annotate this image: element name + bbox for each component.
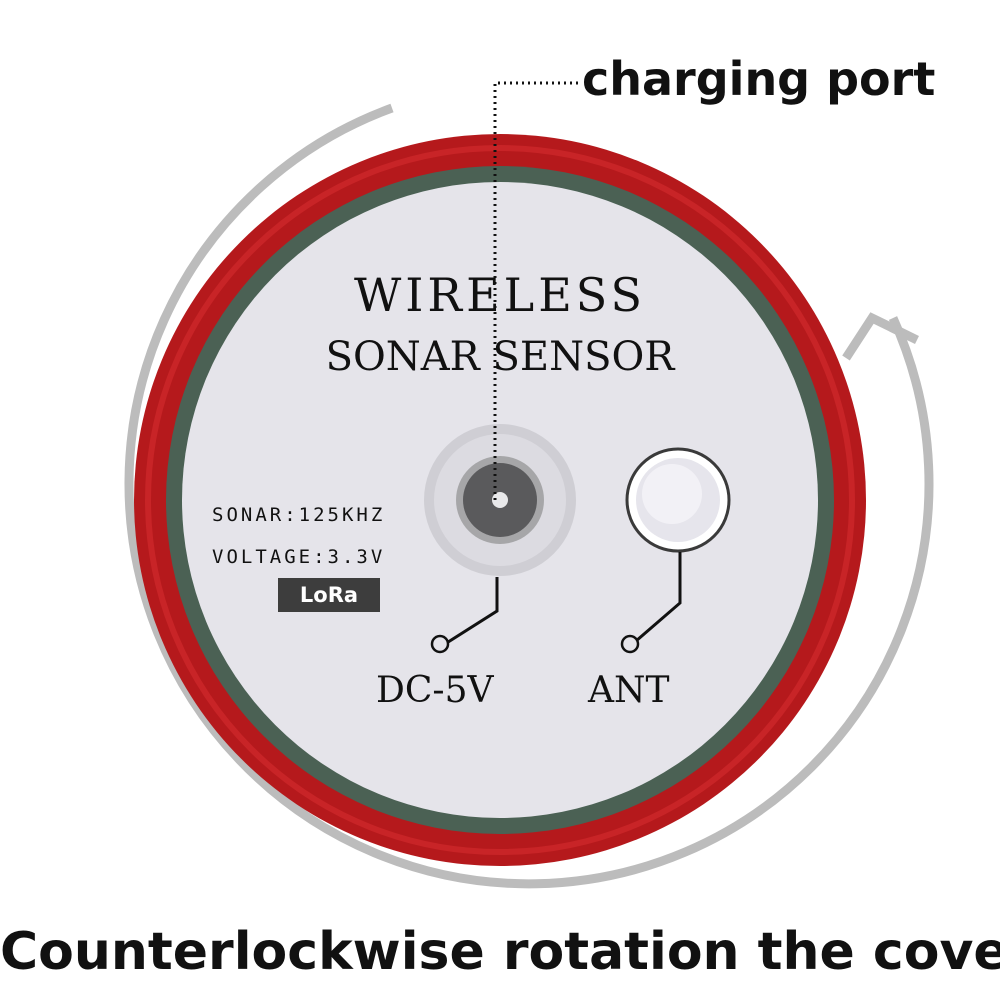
ant-port-label: ANT: [588, 670, 670, 711]
lora-badge: LoRa: [278, 578, 380, 612]
device-title-line2: SONAR SENSOR: [325, 334, 675, 380]
device-title-line1: WIRELESS: [353, 268, 646, 322]
rotation-arrow-icon: [124, 103, 934, 889]
rotation-caption: Counterlockwise rotation the cover: [0, 922, 1000, 982]
charging-port-callout: charging port: [582, 52, 936, 106]
spec-sonar: SONAR:125KHZ: [212, 504, 386, 526]
dc-lead-line: [430, 577, 499, 654]
dc-port-label: DC-5V: [376, 670, 494, 711]
dc-jack-icon: [424, 424, 576, 576]
spec-voltage: VOLTAGE:3.3V: [212, 546, 386, 568]
antenna-connector-icon: [625, 447, 731, 553]
ant-lead-line: [620, 552, 682, 654]
charging-port-leader: [493, 81, 580, 500]
